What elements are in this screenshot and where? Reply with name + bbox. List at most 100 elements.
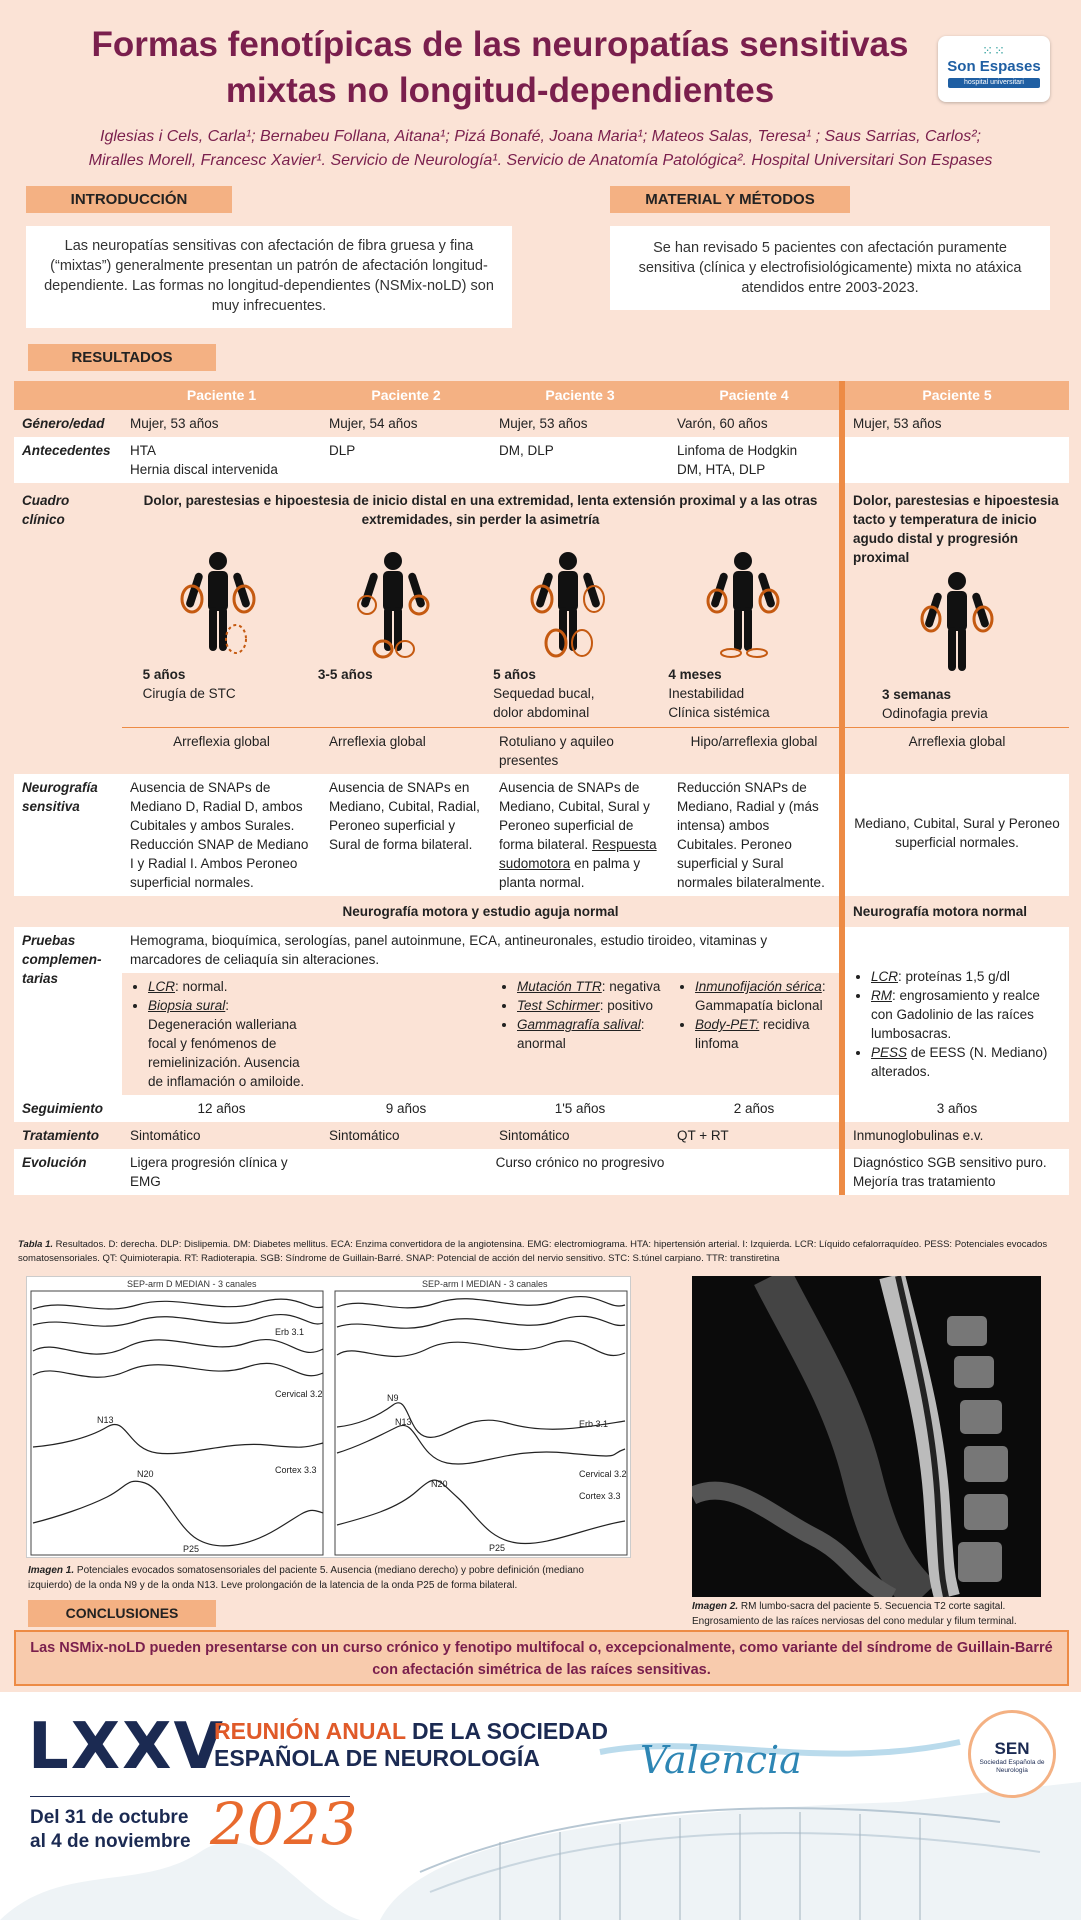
eeg-title-left: SEP-arm D MEDIAN - 3 canales [127,1279,257,1289]
time-label: 5 años [142,667,186,682]
eeg-label: Cervical 3.2 [275,1389,323,1399]
congress-dates: Del 31 de octubre al 4 de noviembre [30,1806,191,1854]
item-key: Body-PET: [695,1017,760,1032]
item-value: : positivo [599,998,654,1013]
dates-line2: al 4 de noviembre [30,1831,191,1852]
congress-city: Valencia [640,1738,802,1782]
time-label: 5 años [493,667,536,682]
table-cell: Arreflexia global [122,727,321,774]
image-1-caption: Imagen 1. Potenciales evocados somatosen… [28,1563,628,1593]
note-label: dolor abdominal [493,705,590,720]
cell-line: HTA [130,443,156,458]
table-row-motora: Neurografía motora y estudio aguja norma… [14,896,1069,927]
table-cell: Sintomático [122,1122,321,1149]
figures-row: 5 años Cirugía de STC 3-5 años 5 años [130,529,831,722]
sen-logo: SEN Sociedad Española de Neurología [968,1710,1056,1798]
table-cell: Mujer, 53 años [839,410,1069,437]
eeg-title-right: SEP-arm I MEDIAN - 3 canales [422,1279,548,1289]
logo-name: Son Espases [947,58,1041,75]
table-cell: QT + RT [669,1122,842,1149]
pruebas-p3-cell: Mutación TTR: negativa Test Schirmer: po… [491,973,669,1095]
list-item: Body-PET: recidiva linfoma [695,1015,831,1053]
item-value: : proteínas 1,5 g/dl [898,969,1010,984]
cell-text: en palma y planta normal. [499,856,641,890]
table-cell: Curso crónico no progresivo [321,1149,842,1195]
table-cell: DLP [321,437,491,483]
methods-heading: MATERIAL Y MÉTODOS [610,186,850,213]
table-cell: Ligera progresión clínica y EMG [122,1149,321,1195]
results-heading: RESULTADOS [28,344,216,371]
cuadro-p5-cell: Dolor, parestesias e hipoestesia tacto y… [839,483,1069,728]
item-value: : anormal [517,1017,645,1051]
item-key: Inmunofijación sérica [695,979,822,994]
image-2-caption: Imagen 2. RM lumbo-sacra del paciente 5.… [692,1599,1072,1629]
time-label: 4 meses [668,667,722,682]
note-label: Inestabilidad [668,686,745,701]
row-label: Neurografía sensitiva [14,774,122,896]
row-label: Evolución [14,1149,122,1195]
list-item: LCR: normal. [148,977,313,996]
title-line-1: Formas fenotípicas de las neuropatías se… [91,25,909,64]
footnote-text: Resultados. D: derecha. DLP: Dislipemia.… [18,1239,1048,1264]
eeg-label: N20 [431,1479,448,1489]
caption-text: Potenciales evocados somatosensoriales d… [28,1565,584,1591]
row-label: Tratamiento [14,1122,122,1149]
cell-text: Ausencia de SNAPs de Mediano, Cubital, S… [499,780,650,852]
table-row-pruebas: Pruebas complemen-tarias Hemograma, bioq… [14,927,1069,1095]
cell-line: Hernia discal intervenida [130,462,278,477]
table-row-neurografia: Neurografía sensitiva Ausencia de SNAPs … [14,774,1069,896]
authors: Iglesias i Cels, Carla¹; Bernabeu Follan… [20,125,1061,173]
list-item: Inmunofijación sérica: Gammapatía biclon… [695,977,831,1015]
note-label: Sequedad bucal, [493,686,595,701]
caption-text: RM lumbo-sacra del paciente 5. Secuencia… [692,1601,1017,1627]
list-item: PESS de EESS (N. Mediano) alterados. [871,1043,1061,1081]
row-label: Cuadro clínico [14,483,122,728]
patient-header-2: Paciente 2 [321,381,491,410]
eeg-label: Cortex 3.3 [579,1491,621,1501]
table-cell: Hemograma, bioquímica, serologías, panel… [122,927,842,973]
sep-waveform-svg: SEP-arm D MEDIAN - 3 canales SEP-arm I M… [30,1279,628,1556]
eeg-label: P25 [183,1544,199,1554]
table-cell: Varón, 60 años [669,410,842,437]
patient-header-5: Paciente 5 [839,381,1069,410]
patient-3-figure: 5 años Sequedad bucal, dolor abdominal [493,549,643,722]
item-key: LCR [148,979,176,994]
cell-line: Linfoma de Hodgkin [677,443,798,458]
table-cell: 12 años [122,1095,321,1122]
item-value: recidiva linfoma [695,1017,810,1051]
eeg-label: N20 [137,1469,154,1479]
table-row-reflexes: Arreflexia global Arreflexia global Rotu… [14,727,1069,774]
patient-1-figure: 5 años Cirugía de STC [143,549,293,703]
table-row-cuadro: Cuadro clínico Dolor, parestesias e hipo… [14,483,1069,728]
congress-number: LXXV [28,1710,225,1784]
dates-line1: Del 31 de octubre [30,1807,189,1828]
eeg-label: N13 [97,1415,114,1425]
item-key: RM [871,988,892,1003]
item-key: Biopsia sural [148,998,226,1013]
banner-decoration [0,1739,1081,1920]
sen-logo-text: SEN [994,1739,1030,1758]
cell-line: DM, HTA, DLP [677,462,766,477]
pruebas-p5-cell: LCR: proteínas 1,5 g/dl RM: engrosamient… [839,927,1069,1095]
pruebas-p1-cell: LCR: normal. Biopsia sural: Degeneración… [122,973,321,1095]
eeg-label: P25 [489,1543,505,1553]
table-row-seguimiento: Seguimiento 12 años 9 años 1'5 años 2 añ… [14,1095,1069,1122]
table-cell [839,437,1069,483]
cuadro-shared-text: Dolor, parestesias e hipoestesia de inic… [143,493,818,527]
congress-name-b: DE LA SOCIEDAD [405,1718,608,1744]
banner-divider [30,1796,350,1797]
methods-text: Se han revisado 5 pacientes con afectaci… [610,226,1050,310]
logo-dots-icon: ⁙⁙ [982,43,1006,58]
authors-line-2: Miralles Morell, Francesc Xavier¹. Servi… [88,152,993,169]
cuadro-shared-cell: Dolor, parestesias e hipoestesia de inic… [122,483,842,728]
time-label: 3-5 años [317,667,373,682]
patient-header-1: Paciente 1 [122,381,321,410]
caption-label: Imagen 1. [28,1565,75,1576]
patient-2-figure: 3-5 años [318,549,468,684]
eeg-label: N13 [395,1417,412,1427]
note-label: Cirugía de STC [142,686,236,701]
item-value: : negativa [601,979,661,994]
table-cell: Diagnóstico SGB sensitivo puro. Mejoría … [839,1149,1069,1195]
table-cell: 3 años [839,1095,1069,1122]
table-cell: Sintomático [321,1122,491,1149]
